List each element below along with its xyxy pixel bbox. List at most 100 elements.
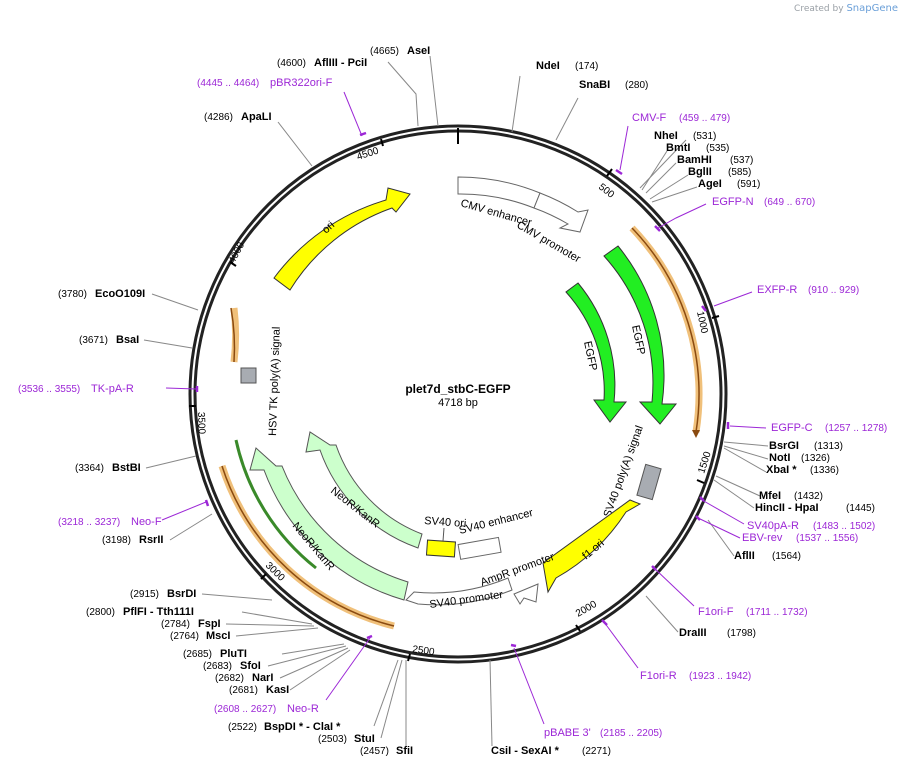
site-position: (1326): [801, 453, 830, 464]
primer-name: F1ori-R: [640, 670, 677, 682]
site-position: (591): [737, 179, 760, 190]
site-name: SfiI: [396, 745, 413, 757]
primer-labels: CMV-F (459 .. 479) EGFP-N (649 .. 670) E…: [18, 77, 887, 739]
feature-label: HSV TK poly(A) signal: [267, 327, 283, 437]
site-name: CsiI - SexAI *: [491, 745, 560, 757]
credit: Created by SnapGene: [794, 3, 898, 14]
primer-name: EGFP-C: [771, 422, 813, 434]
site-leaders: [143, 55, 769, 747]
primer-range: (1483 .. 1502): [813, 521, 875, 532]
sv40-promoter: [405, 577, 513, 606]
site-name: EcoO109I: [95, 288, 145, 300]
primer-name: CMV-F: [632, 112, 667, 124]
site-position: (1798): [727, 628, 756, 639]
site-position: (2784): [161, 619, 190, 630]
egfp-inner-arrow: [565, 282, 628, 423]
site-name: NdeI: [536, 60, 560, 72]
site-position: (585): [728, 167, 751, 178]
primer-range: (4445 .. 4464): [197, 78, 259, 89]
primer-range: (459 .. 479): [679, 113, 730, 124]
tick-label: 4500: [356, 145, 381, 162]
feature-label: EGFP: [629, 324, 647, 356]
primer-name: Neo-R: [287, 703, 319, 715]
primer-range: (1257 .. 1278): [825, 423, 887, 434]
site-name: AseI: [407, 45, 430, 57]
site-name: ApaLI: [241, 111, 272, 123]
neor-inner-arrow: [305, 431, 423, 549]
site-name: PflFI - Tth111I: [123, 606, 194, 618]
site-name: DraIII: [679, 627, 707, 639]
site-position: (280): [625, 80, 648, 91]
features: CMV enhancer CMV promoter EGFP EGFP SV40…: [218, 176, 703, 630]
site-name: BsrDI: [167, 588, 196, 600]
site-name: NotI: [769, 452, 790, 464]
site-position: (1432): [794, 491, 823, 502]
site-name: FspI: [198, 618, 221, 630]
primer-name: EGFP-N: [712, 196, 754, 208]
tick-label: 3500: [195, 412, 207, 435]
site-position: (2915): [130, 589, 159, 600]
sv40-ori-box: [425, 539, 456, 558]
site-position: (2503): [318, 734, 347, 745]
site-position: (3671): [79, 335, 108, 346]
primer-leaders: [161, 91, 767, 725]
site-position: (3780): [58, 289, 87, 300]
tick-label: 500: [596, 182, 616, 201]
site-name: BsaI: [116, 334, 139, 346]
site-name: RsrII: [139, 534, 163, 546]
primer-name: TK-pA-R: [91, 383, 134, 395]
primer-range: (1711 .. 1732): [746, 607, 808, 618]
site-name: XbaI *: [766, 464, 797, 476]
tick-label: 4000: [227, 240, 247, 265]
site-position: (3364): [75, 463, 104, 474]
site-position: (174): [575, 61, 598, 72]
map-title: plet7d_stbC-EGFP: [405, 382, 510, 396]
site-position: (2271): [582, 746, 611, 757]
neo-green-arc: [234, 439, 317, 570]
primer-name: EBV-rev: [742, 532, 783, 544]
feature-label: SV40 enhancer: [458, 507, 535, 537]
site-position: (2522): [228, 722, 257, 733]
primer-range: (1923 .. 1942): [689, 671, 751, 682]
credit-prefix: Created by: [794, 4, 844, 14]
primer-range: (3536 .. 3555): [18, 384, 80, 395]
site-name: KasI: [266, 684, 289, 696]
egfp-outer-arrow: [603, 245, 678, 425]
tick-label: 2000: [574, 599, 599, 620]
site-position: (2681): [229, 685, 258, 696]
primer-range: (649 .. 670): [764, 197, 815, 208]
site-position: (1564): [772, 551, 801, 562]
cmv-promoter: [533, 192, 589, 233]
site-name: MscI: [206, 630, 230, 642]
primer-range: (2608 .. 2627): [214, 704, 276, 715]
site-position: (1445): [846, 503, 875, 514]
primer-name: SV40pA-R: [747, 520, 799, 532]
site-position: (531): [693, 131, 716, 142]
site-name: AgeI: [698, 178, 722, 190]
site-position: (1336): [810, 465, 839, 476]
primer-range: (3218 .. 3237): [58, 517, 120, 528]
site-position: (2685): [183, 649, 212, 660]
site-name: AflII: [734, 550, 755, 562]
site-position: (2683): [203, 661, 232, 672]
site-name: BamHI: [677, 154, 712, 166]
site-position: (2764): [170, 631, 199, 642]
tick-label: 1000: [694, 310, 709, 334]
primer-range: (2185 .. 2205): [600, 728, 662, 739]
feature-label: SV40 ori: [424, 515, 467, 530]
site-position: (4665): [370, 46, 399, 57]
site-name: SnaBI: [579, 79, 610, 91]
site-name: BmtI: [666, 142, 690, 154]
site-name: BstBI: [112, 462, 141, 474]
site-name: BspDI * - ClaI *: [264, 721, 341, 733]
f1-ori-arrow: [542, 499, 642, 594]
primer-range: (910 .. 929): [808, 285, 859, 296]
site-name: NheI: [654, 130, 678, 142]
site-name: MfeI: [759, 490, 781, 502]
site-position: (535): [706, 143, 729, 154]
site-name: NarI: [252, 672, 273, 684]
primer-name: Neo-F: [131, 516, 162, 528]
site-name: BglII: [688, 166, 712, 178]
primer-name: EXFP-R: [757, 284, 797, 296]
